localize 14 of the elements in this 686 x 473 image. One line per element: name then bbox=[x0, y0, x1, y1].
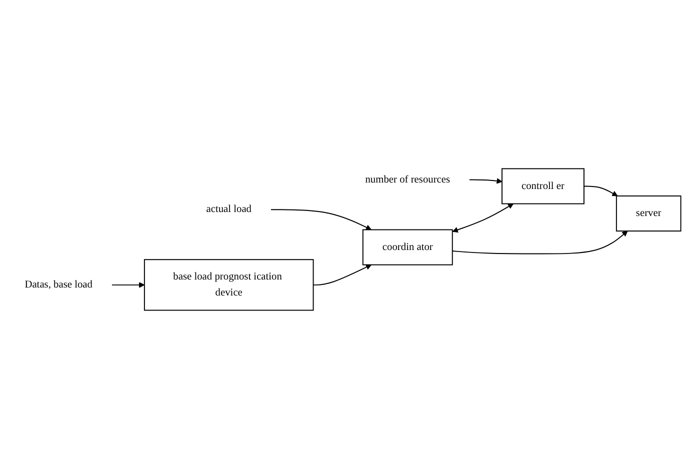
node-text: number of resources bbox=[365, 174, 450, 186]
node-box: server bbox=[616, 196, 682, 232]
arrow bbox=[583, 186, 618, 196]
arrow bbox=[270, 209, 372, 230]
node-box: coordin ator bbox=[362, 230, 453, 266]
node-box: base load prognost ication device bbox=[144, 259, 314, 312]
node-text: Datas, base load bbox=[24, 279, 92, 290]
node-box: controll er bbox=[502, 168, 584, 204]
arrow bbox=[452, 204, 514, 233]
arrow bbox=[452, 231, 628, 255]
arrow bbox=[111, 282, 145, 288]
arrow bbox=[469, 178, 502, 184]
node-text: actual load bbox=[206, 204, 252, 216]
arrow bbox=[312, 264, 372, 286]
